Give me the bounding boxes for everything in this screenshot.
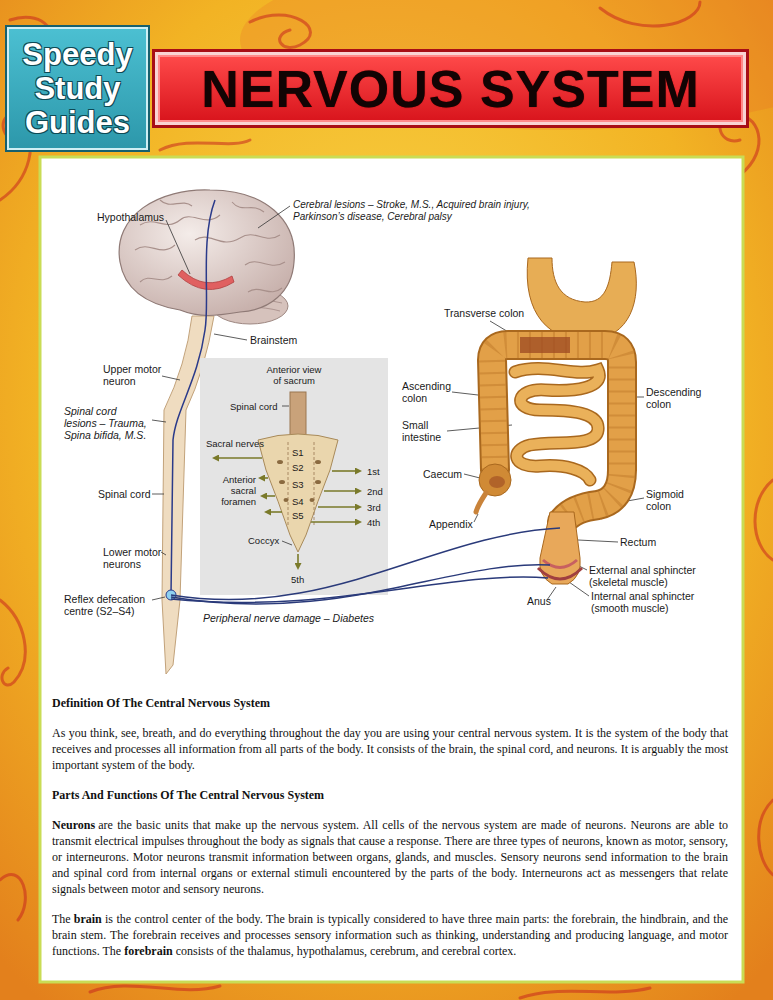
organ-label: Caecum	[423, 468, 462, 480]
body-text: The	[52, 912, 71, 926]
organ-label: Appendix	[429, 518, 473, 530]
inset-heading: Anterior view of sacrum	[262, 364, 326, 386]
brand-name: Speedy Study Guides	[13, 38, 143, 140]
part-label: 5th	[291, 574, 304, 585]
structure-label: Brainstem	[250, 334, 297, 346]
body-text: Definition Of The Central Nervous System…	[52, 695, 728, 973]
part-label: S4	[292, 496, 304, 507]
part-label: Spinal cord	[230, 401, 278, 412]
organ-label: Small intestine	[402, 419, 457, 443]
structure-label: Hypothalamus	[97, 211, 164, 223]
lesion-note: Spinal cord lesions – Trauma, Spina bifi…	[64, 405, 152, 441]
logo-badge: Speedy Study Guides	[5, 25, 150, 152]
organ-label: Ascending colon	[402, 380, 462, 404]
body-text: are the basic units that make up the ner…	[52, 818, 728, 896]
bold-term: Parts And Functions Of The Central Nervo…	[52, 788, 324, 802]
organ-label: External anal sphincter (skeletal muscle…	[589, 564, 729, 588]
page-title: NERVOUS SYSTEM	[201, 63, 699, 115]
section-heading: Parts And Functions Of The Central Nervo…	[52, 787, 728, 803]
structure-label: Spinal cord	[98, 488, 151, 500]
body-text: As you think, see, breath, and do everyt…	[52, 726, 728, 772]
part-label: 3rd	[367, 502, 381, 513]
lesion-note: Cerebral lesions – Stroke, M.S., Acquire…	[293, 199, 563, 223]
part-label: 1st	[367, 466, 380, 477]
part-label: S5	[292, 510, 304, 521]
structure-label: Reflex defecation centre (S2–S4)	[64, 593, 164, 617]
section-heading: Definition Of The Central Nervous System	[52, 695, 728, 711]
organ-label: Transverse colon	[444, 307, 524, 319]
structure-label: Lower motor neurons	[103, 546, 173, 570]
inset-panel: Anterior view of sacrumSpinal cordSacral…	[200, 358, 388, 595]
part-label: Coccyx	[248, 535, 279, 546]
part-label: S2	[292, 462, 304, 473]
paragraph: Neuronsare the basic units that make up …	[52, 817, 728, 897]
body-text: consists of the thalamus, hypothalamus, …	[176, 944, 517, 958]
paragraph: As you think, see, breath, and do everyt…	[52, 725, 728, 773]
bold-term: brain	[74, 912, 102, 926]
organ-label: Anus	[527, 595, 551, 607]
paragraph: Thebrainis the control center of the bod…	[52, 911, 728, 959]
part-label: Sacral nerves	[206, 438, 264, 449]
organ-label: Internal anal sphincter (smooth muscle)	[591, 590, 731, 614]
bold-term: Definition Of The Central Nervous System	[52, 696, 270, 710]
part-label: 2nd	[367, 486, 383, 497]
organ-label: Sigmoid colon	[646, 488, 696, 512]
part-label: S1	[292, 447, 304, 458]
part-label: S3	[292, 479, 304, 490]
organ-label: Descending colon	[646, 386, 708, 410]
bold-term: Neurons	[52, 818, 95, 832]
organ-label: Rectum	[620, 536, 656, 548]
part-label: Anterior sacral foramen	[206, 474, 256, 507]
part-label: 4th	[367, 517, 380, 528]
bold-term: forebrain	[124, 944, 172, 958]
structure-label: Upper motor neuron	[103, 363, 173, 387]
lesion-note: Peripheral nerve damage – Diabetes	[203, 612, 374, 624]
title-banner: NERVOUS SYSTEM	[155, 52, 746, 125]
